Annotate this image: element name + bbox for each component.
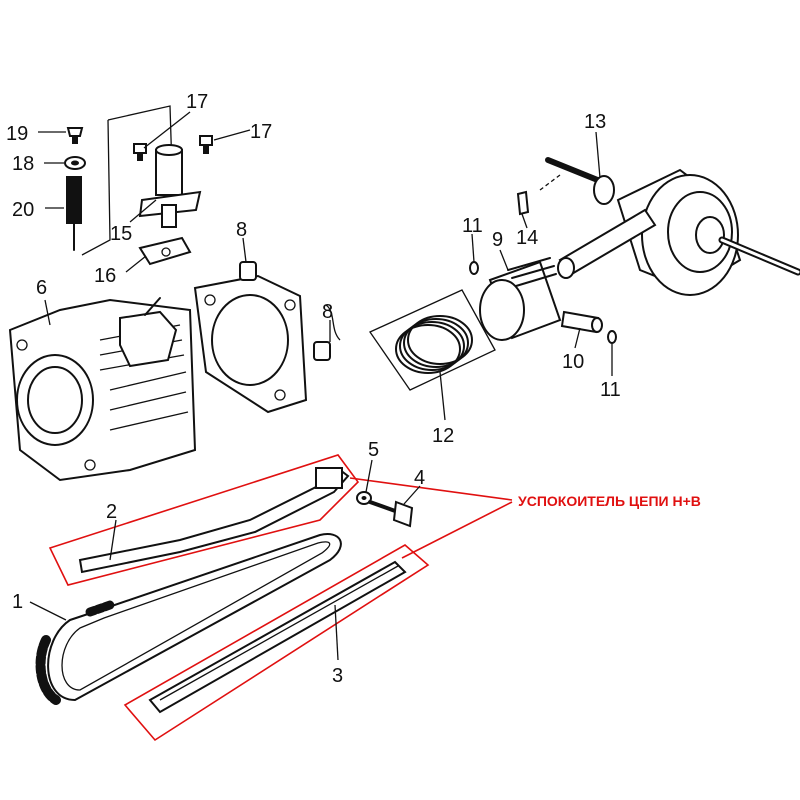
red-box-guide-3 — [123, 544, 430, 742]
chain-guide-part-3 — [148, 560, 407, 714]
piston-rings-part-12 — [369, 289, 496, 391]
dowel-pin-part-8a — [239, 261, 257, 281]
callout-9: 9 — [492, 229, 503, 251]
callout-11a: 11 — [462, 215, 483, 237]
cylinder-gasket — [193, 274, 308, 414]
callout-1: 1 — [12, 591, 23, 613]
piston-part-9 — [479, 257, 562, 341]
callout-18: 18 — [12, 153, 34, 175]
annotation-leaders — [349, 477, 513, 559]
spring-part-20 — [66, 176, 82, 251]
crankshaft-part-13 — [545, 157, 800, 296]
chain-tensioner-annotation: УСПОКОИТЕЛЬ ЦЕПИ Н+В — [518, 493, 701, 509]
callout-20: 20 — [12, 199, 34, 221]
callout-5: 5 — [368, 439, 379, 461]
chain-guide-part-2 — [78, 467, 350, 574]
callout-15: 15 — [110, 223, 132, 245]
callout-13: 13 — [584, 111, 606, 133]
bolt-part-17b — [199, 135, 213, 154]
callout-14: 14 — [516, 227, 538, 249]
cylinder-part-6 — [8, 297, 197, 482]
callout-12: 12 — [432, 425, 454, 447]
washer-part-5 — [356, 491, 372, 505]
bolt-part-17a — [133, 143, 147, 161]
callout-10: 10 — [562, 351, 584, 373]
red-box-guide-2 — [48, 454, 360, 586]
pivot-bolt-part-4 — [368, 500, 414, 528]
dowel-pin-leader — [325, 304, 341, 341]
dowel-pin-part-8b — [313, 341, 331, 361]
callout-3: 3 — [332, 665, 343, 687]
bolt-part-19 — [66, 127, 84, 144]
callout-17a: 17 — [186, 91, 208, 113]
key-part-14 — [516, 190, 530, 216]
callout-8b: 8 — [322, 301, 333, 323]
timing-chain-part-1 — [35, 533, 342, 705]
callout-leaders — [29, 111, 613, 661]
tensioner-body-part-15 — [138, 144, 202, 228]
clip-part-11b — [607, 330, 617, 344]
piston-pin-part-10 — [560, 310, 603, 334]
callout-4: 4 — [414, 467, 425, 489]
callout-19: 19 — [6, 123, 28, 145]
callout-11b: 11 — [600, 379, 621, 401]
callout-8a: 8 — [236, 219, 247, 241]
washer-part-18 — [64, 156, 86, 170]
callout-2: 2 — [106, 501, 117, 523]
clip-part-11a — [469, 261, 479, 275]
callout-6: 6 — [36, 277, 47, 299]
callout-17b: 17 — [250, 121, 272, 143]
callout-16: 16 — [94, 265, 116, 287]
gasket-part-16 — [138, 236, 192, 266]
